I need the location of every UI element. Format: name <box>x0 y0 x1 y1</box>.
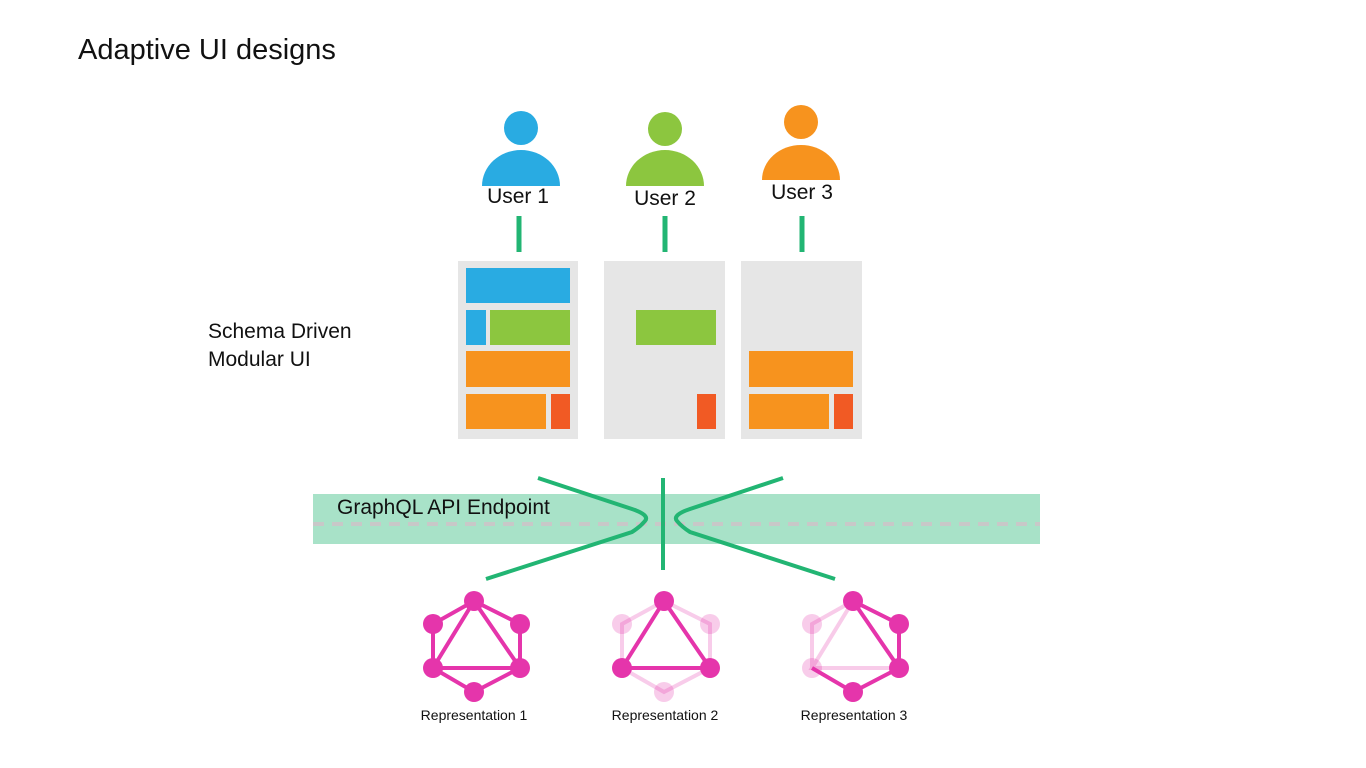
graphql-logo-3-icon <box>802 591 909 702</box>
ui-panel-user-3 <box>741 261 862 439</box>
representation-1-label: Representation 1 <box>420 707 528 723</box>
graphql-logo-1-icon <box>423 591 530 702</box>
schema-label-line-1: Schema Driven <box>208 320 352 343</box>
user-2-icon <box>626 112 704 186</box>
routing-left-curve <box>485 476 649 581</box>
schema-label-line-2: Modular UI <box>208 348 311 371</box>
graphql-logo-2-icon <box>612 591 720 702</box>
ui-panel-user-2 <box>604 261 725 439</box>
user-2-label: User 2 <box>634 187 696 210</box>
page-title: Adaptive UI designs <box>78 34 336 66</box>
user-3-icon <box>762 105 840 180</box>
user-connectors <box>516 216 805 252</box>
representation-3-label: Representation 3 <box>800 707 908 723</box>
routing-right-curve <box>673 476 836 581</box>
user-1-icon <box>482 111 560 186</box>
schema-driven-label: Schema Driven Modular UI <box>208 318 352 374</box>
user-1-label: User 1 <box>487 185 549 208</box>
routing-connectors <box>485 476 836 581</box>
user-3-label: User 3 <box>771 181 833 204</box>
graphql-api-label: GraphQL API Endpoint <box>337 496 550 519</box>
representation-2-label: Representation 2 <box>611 707 719 723</box>
ui-panel-user-1 <box>458 261 578 439</box>
